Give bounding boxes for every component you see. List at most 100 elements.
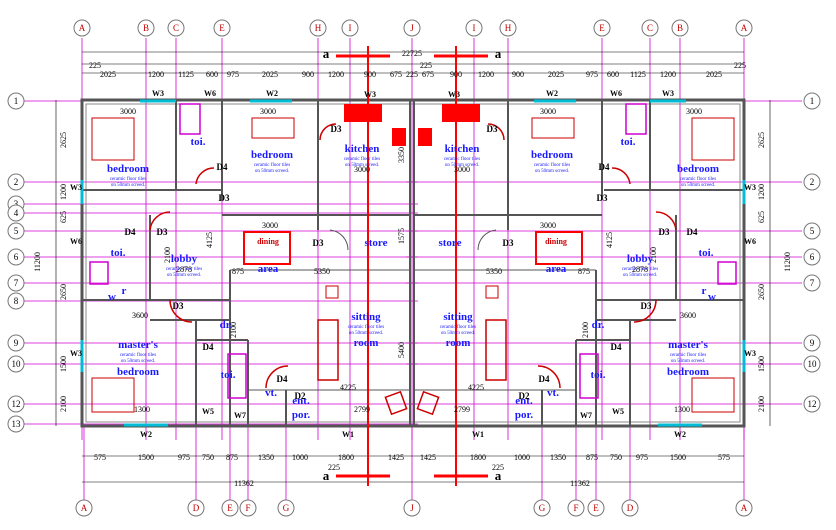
room-finish-note: ceramic floor tiles: [120, 353, 156, 358]
dimension-label-vertical: 11200: [783, 252, 792, 272]
grid-bubble-right: 1: [803, 92, 821, 110]
room-finish-note: ceramic floor tiles: [110, 177, 146, 182]
grid-bubble-top: C: [641, 19, 659, 37]
room-label: kitchen: [345, 143, 380, 155]
walls: [80, 98, 746, 428]
grid-bubble-top: I: [341, 19, 359, 37]
dimension-label: 2025: [262, 70, 278, 79]
room-label: master's: [118, 339, 158, 351]
room-label: sitting: [443, 311, 473, 323]
grid-bubble-top: I: [465, 19, 483, 37]
room-label: area: [546, 263, 567, 275]
room-finish-note: on 50mm screed.: [167, 273, 201, 278]
grid-label: C: [647, 23, 653, 33]
dimension-label: 225: [734, 61, 746, 70]
room-label: room: [354, 337, 379, 349]
room-finish-note: ceramic floor tiles: [254, 163, 290, 168]
grid-label: 8: [14, 296, 19, 306]
room-finish-note: ceramic floor tiles: [680, 177, 716, 182]
dimension-label: 1500: [670, 453, 686, 462]
grid-bubble-bottom: F: [239, 499, 257, 517]
window-tag: W3: [662, 89, 674, 98]
grid-label: E: [599, 23, 605, 33]
room-label: store: [364, 237, 387, 249]
section-mark: a: [323, 46, 330, 61]
dimension-label: 1200: [148, 70, 164, 79]
grid-bubble-left: 10: [7, 355, 25, 373]
room-label: area: [258, 263, 279, 275]
dining-label: dining: [257, 237, 279, 246]
window-tag: W6: [744, 237, 756, 246]
room-finish-note: on 50mm screed.: [535, 169, 569, 174]
dimension-label-vertical: 2650: [59, 284, 68, 300]
room-finish-note: ceramic floor tiles: [534, 163, 570, 168]
door-tag: D3: [503, 238, 514, 248]
grid-label: A: [81, 503, 88, 513]
door-tag: D4: [203, 342, 214, 352]
grid-bubble-left: 4: [7, 204, 25, 222]
room-label: ent.: [292, 395, 310, 407]
window-tag: W5: [202, 407, 214, 416]
dimension-label: 3000: [454, 165, 470, 174]
grid-label: A: [741, 23, 748, 33]
dimension-label: 1350: [258, 453, 274, 462]
section-lines: [336, 46, 488, 486]
dimension-label: 2799: [354, 405, 370, 414]
grid-bubble-bottom: G: [533, 499, 551, 517]
room-finish-note: ceramic floor tiles: [670, 353, 706, 358]
room-label: w: [108, 291, 116, 303]
door-tag: D3: [173, 301, 184, 311]
dimension-label-vertical: 2625: [59, 132, 68, 148]
door-tag: D3: [219, 193, 230, 203]
grid-bubble-bottom: J: [403, 499, 421, 517]
dimension-label: 900: [364, 70, 376, 79]
dimension-label-vertical: 2100: [163, 247, 172, 263]
grid-label: C: [173, 23, 179, 33]
window-tag: W7: [234, 411, 246, 420]
dimension-label: 2025: [548, 70, 564, 79]
window-tag: W2: [140, 430, 152, 439]
dimension-label: 3000: [686, 107, 702, 116]
dimension-label: 11362: [570, 479, 590, 488]
grid-label: 1: [14, 96, 19, 106]
window-tag: W6: [70, 237, 82, 246]
dimension-label: 975: [636, 453, 648, 462]
room-finish-note: on 50mm screed.: [441, 331, 475, 336]
window-tag: W1: [342, 430, 354, 439]
room-finish-note: ceramic floor tiles: [444, 157, 480, 162]
grid-bubble-left: 5: [7, 222, 25, 240]
dimension-label-vertical: 1200: [757, 184, 766, 200]
dimension-label-vertical: 625: [59, 211, 68, 223]
room-finish-note: on 50mm screed.: [445, 163, 479, 168]
dimension-label-vertical: 2100: [649, 247, 658, 263]
grid-bubble-right: 7: [803, 274, 821, 292]
grid-bubble-left: 2: [7, 173, 25, 191]
grid-bubble-right: 10: [803, 355, 821, 373]
room-finish-note: on 50mm screed.: [345, 163, 379, 168]
room-label: master's: [668, 339, 708, 351]
dimension-label: 1200: [478, 70, 494, 79]
grid-label: 10: [808, 359, 818, 369]
door-tag: D3: [331, 124, 342, 134]
window-tag: W6: [204, 89, 216, 98]
room-label: toi.: [699, 247, 714, 259]
room-finish-note: on 50mm screed.: [255, 169, 289, 174]
grid-label: 7: [14, 278, 19, 288]
dimension-lines: [55, 51, 771, 483]
room-label: room: [446, 337, 471, 349]
dimension-label-vertical: 2100: [757, 396, 766, 412]
grid-bubble-left: 7: [7, 274, 25, 292]
room-label: bedroom: [251, 149, 293, 161]
dimension-label: 875: [226, 453, 238, 462]
dimension-label: 1425: [388, 453, 404, 462]
dimension-label: 3000: [120, 107, 136, 116]
room-label: bedroom: [677, 163, 719, 175]
dimension-label: 900: [450, 70, 462, 79]
grid-bubble-top: B: [671, 19, 689, 37]
grid-label: 13: [12, 419, 22, 429]
room-label: r: [122, 285, 127, 297]
grid-bubble-bottom: A: [75, 499, 93, 517]
room-label: toi.: [111, 247, 126, 259]
grid-label: F: [573, 503, 578, 513]
room-label: toi.: [221, 369, 236, 381]
